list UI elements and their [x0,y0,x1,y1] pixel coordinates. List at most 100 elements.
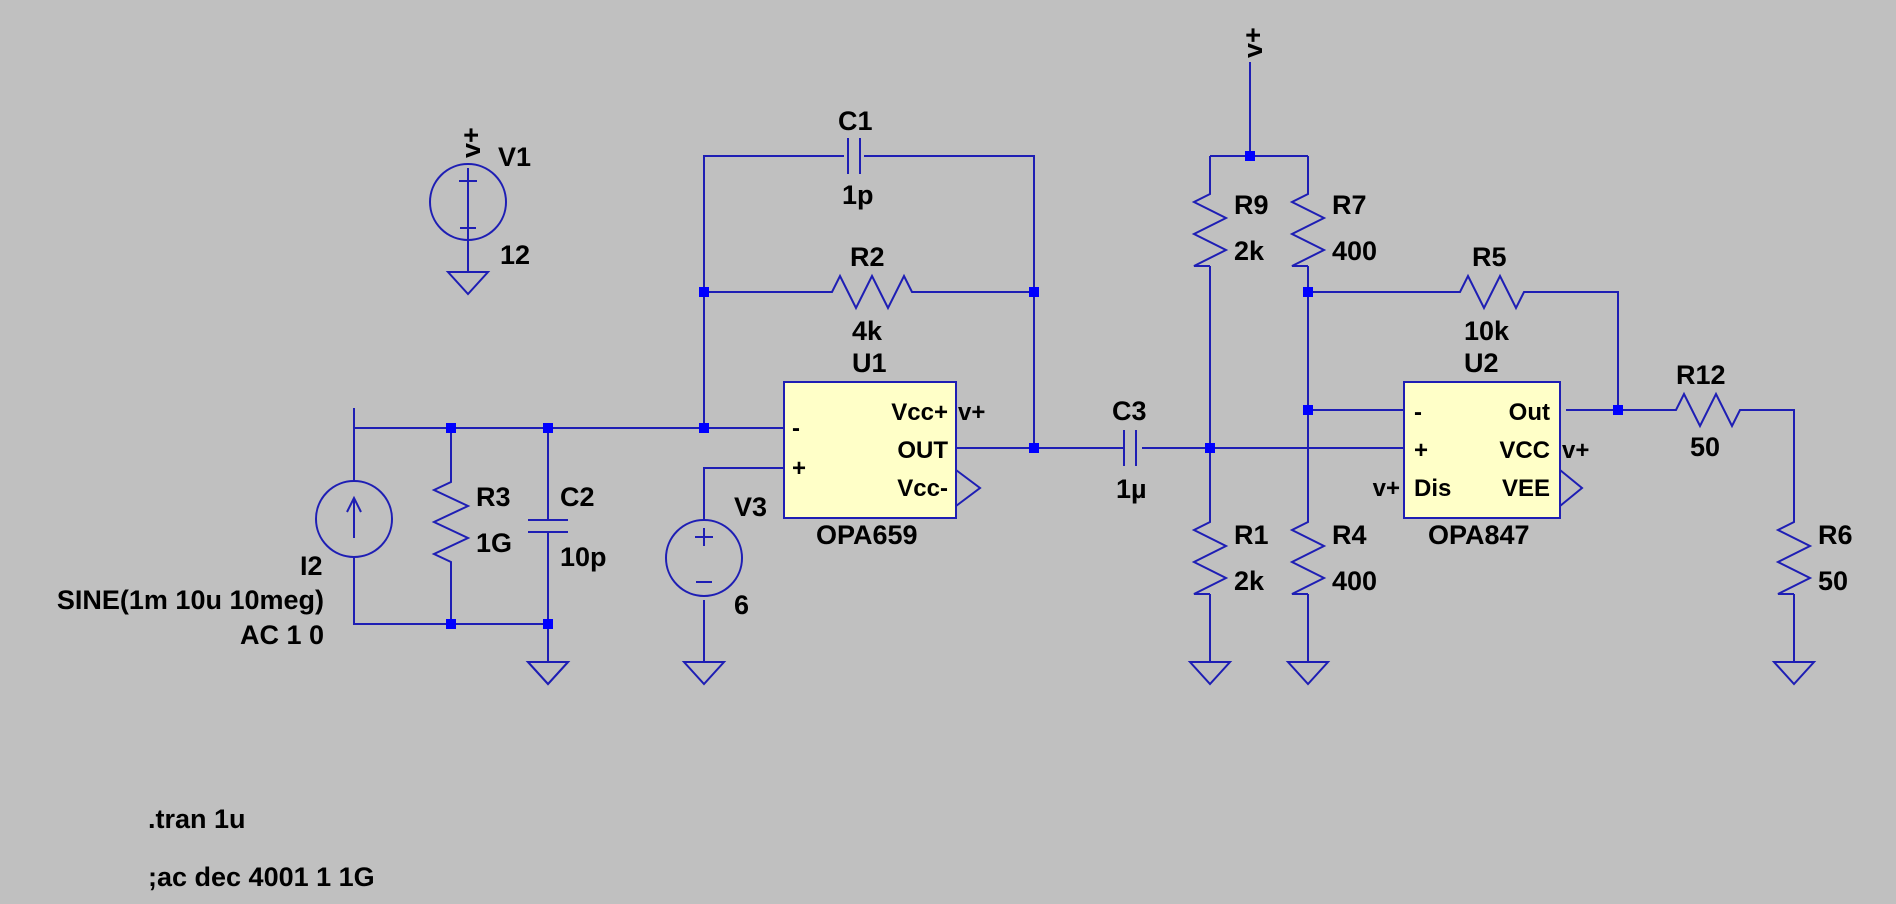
u2-pin-dis: Dis [1414,475,1451,502]
c3-name: C3 [1112,396,1147,426]
u1-pin-inv: - [792,415,800,442]
r6-name: R6 [1818,520,1853,550]
dc-voltage-source-icon [665,519,743,597]
c2-value: 10p [560,542,607,572]
u2-vplus-right: v+ [1562,437,1589,464]
spice-directive-tran[interactable]: .tran 1u [148,804,246,834]
r5-name: R5 [1472,242,1507,272]
wires [353,62,1795,662]
resistor-r9[interactable]: R9 2k [1191,186,1269,267]
resistor-r12[interactable]: R12 50 [1668,360,1748,462]
u1-pin-out: OUT [897,437,948,464]
u1-model: OPA659 [816,520,918,550]
r5-value: 10k [1464,316,1510,346]
resistor-icon [1775,514,1813,595]
ground-icon [445,271,491,296]
v1-name: V1 [498,142,531,172]
resistor-icon [824,273,914,311]
i2-value-line2: AC 1 0 [240,620,324,650]
junction-dot [446,619,456,629]
i2-name: I2 [300,551,323,581]
r2-value: 4k [852,316,883,346]
junction-dot [1029,443,1039,453]
u2-pin-inv: - [1414,399,1422,426]
ground-icon [525,661,571,686]
spice-directive-ac[interactable]: ;ac dec 4001 1 1G [148,862,375,892]
junction-dot [699,287,709,297]
u2-pin-vcc: VCC [1499,437,1550,464]
resistor-r1[interactable]: R1 2k [1187,514,1269,686]
junction-dot [446,423,456,433]
r12-name: R12 [1676,360,1726,390]
ground-icon [1771,661,1817,686]
ground-icon [1285,661,1331,686]
junctions [446,151,1623,629]
opamp-body [783,381,957,519]
junction-dot [1245,151,1255,161]
u2-pin-out: Out [1509,399,1550,426]
resistor-r3[interactable]: R3 1G [431,474,512,570]
ground-icon [681,661,727,686]
opamp-u2[interactable]: U2 - + Dis Out VCC VEE v+ v+ OPA847 [1373,348,1590,550]
u2-name: U2 [1464,348,1499,378]
junction-dot [543,423,553,433]
junction-dot [1029,287,1039,297]
u2-vplus-left: v+ [1373,475,1400,502]
resistor-icon [1191,186,1229,267]
resistor-r4[interactable]: R4 400 [1285,514,1377,686]
current-source-i2[interactable]: I2 SINE(1m 10u 10meg) AC 1 0 [57,480,393,650]
u1-name: U1 [852,348,887,378]
resistor-icon [1191,514,1229,595]
u2-pin-noninv: + [1414,437,1428,464]
r4-name: R4 [1332,520,1367,550]
u1-pin-noninv: + [792,455,806,482]
capacitor-c3[interactable]: C3 1µ [1112,396,1147,504]
v3-name: V3 [734,492,767,522]
voltage-source-v3[interactable]: V3 6 [665,492,767,686]
capacitor-c2[interactable]: C2 10p [525,482,607,686]
junction-dot [1303,287,1313,297]
r9-value: 2k [1234,236,1265,266]
dc-voltage-source-icon [429,163,507,241]
resistor-r5[interactable]: R5 10k [1452,242,1532,346]
resistor-icon [1289,186,1327,267]
r1-value: 2k [1234,566,1265,596]
r1-name: R1 [1234,520,1269,550]
opamp-u1[interactable]: U1 - + Vcc+ OUT Vcc- v+ OPA659 [783,348,985,550]
i2-value-line1: SINE(1m 10u 10meg) [57,585,324,615]
junction-dot [1613,405,1623,415]
r3-name: R3 [476,482,511,512]
c1-value: 1p [842,180,874,210]
resistor-icon [1452,273,1532,311]
v3-value: 6 [734,590,749,620]
r3-value: 1G [476,528,512,558]
c3-value: 1µ [1116,474,1147,504]
resistor-icon [1289,514,1327,595]
u2-pin-vee: VEE [1502,475,1550,502]
resistor-icon [1668,391,1748,429]
r9-name: R9 [1234,190,1269,220]
c1-name: C1 [838,106,873,136]
current-source-icon [315,480,393,558]
resistor-r2[interactable]: R2 4k [824,242,914,346]
v1-net-label: v+ [456,127,486,158]
c2-name: C2 [560,482,595,512]
r12-value: 50 [1690,432,1720,462]
r7-value: 400 [1332,236,1377,266]
r7-name: R7 [1332,190,1367,220]
rail-vplus-label: v+ [1238,27,1268,58]
resistor-r6[interactable]: R6 50 [1771,514,1853,686]
resistor-r7[interactable]: R7 400 [1289,186,1377,267]
resistor-icon [431,474,471,570]
r4-value: 400 [1332,566,1377,596]
junction-dot [543,619,553,629]
capacitor-c1[interactable]: C1 1p [838,106,874,210]
ground-icon [1187,661,1233,686]
junction-dot [1205,443,1215,453]
voltage-source-v1[interactable]: v+ V1 12 [429,127,531,296]
u1-pin-vccm: Vcc- [897,475,948,502]
r6-value: 50 [1818,566,1848,596]
ground-icon [525,661,571,686]
junction-dot [1303,405,1313,415]
